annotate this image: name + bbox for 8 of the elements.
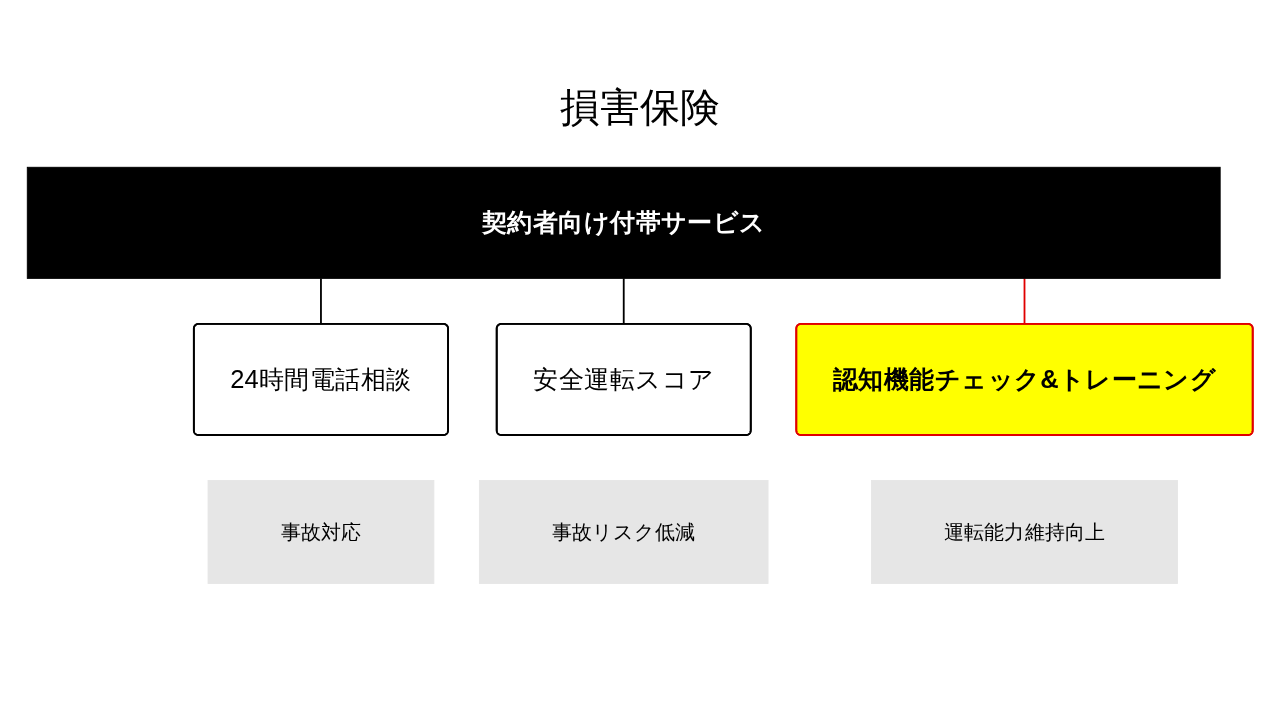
node-box: 契約者向け付帯サービス [26, 166, 1221, 279]
diagram-title: 損害保険 [560, 84, 720, 131]
connector [622, 277, 625, 325]
node-box: 事故リスク低減 [478, 480, 769, 584]
node-box: 運転能力維持向上 [871, 480, 1178, 584]
connector [320, 277, 322, 325]
connector [1023, 277, 1026, 325]
node-box: 事故対応 [207, 480, 435, 584]
